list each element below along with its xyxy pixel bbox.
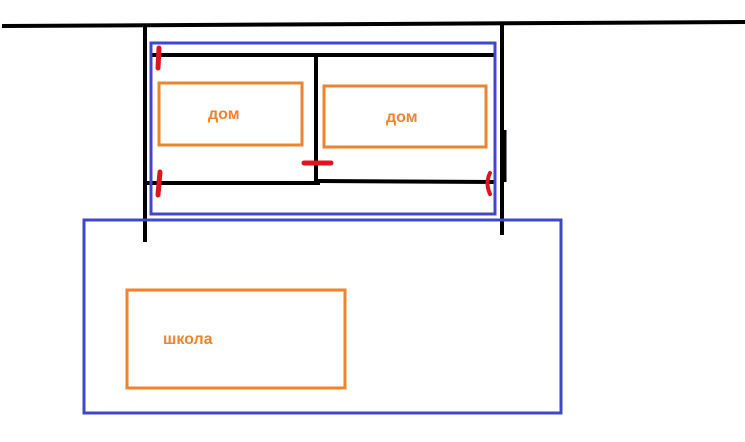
house-right	[322, 84, 488, 149]
marker-bottom-right	[485, 171, 492, 196]
marker-top-left	[155, 45, 162, 71]
house-left-label: дом	[208, 106, 240, 123]
school-building	[125, 288, 347, 390]
road-line	[1, 20, 745, 28]
house-right-label: дом	[386, 109, 418, 126]
house-left	[157, 81, 304, 147]
school-label: школа	[163, 331, 213, 348]
marker-bottom-left	[155, 169, 163, 198]
houses-zone	[149, 41, 497, 216]
inner-bottom-line-right	[317, 179, 497, 184]
school-zone	[82, 218, 563, 415]
